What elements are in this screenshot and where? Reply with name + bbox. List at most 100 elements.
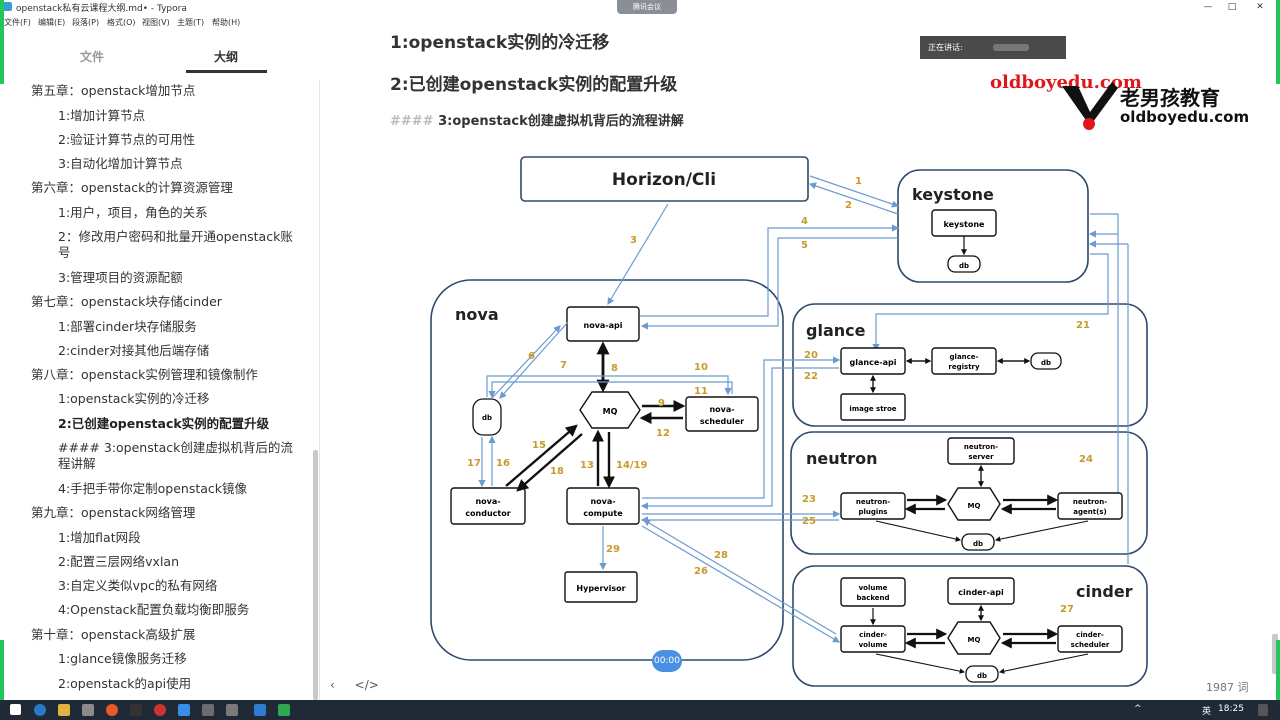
- close-button[interactable]: ✕: [1256, 2, 1264, 12]
- glance-api-label: glance-api: [850, 358, 897, 367]
- terminal-icon[interactable]: [130, 704, 142, 716]
- neutron-agent-label-2: agent(s): [1073, 508, 1106, 516]
- outline-item[interactable]: 4:手把手带你定制openstack镜像: [58, 481, 248, 496]
- outline-item[interactable]: 第十章：openstack高级扩展: [31, 627, 196, 642]
- outline-item[interactable]: 2:openstack的api使用: [58, 676, 192, 691]
- toggle-sidebar-button[interactable]: ‹: [330, 678, 335, 692]
- app-icon[interactable]: [82, 704, 94, 716]
- neutron-server-box: [947, 437, 1015, 465]
- app-icon[interactable]: [226, 704, 238, 716]
- step-15: 15: [532, 440, 546, 451]
- cinder-api-box: [947, 577, 1015, 605]
- neutron-db-cylinder: [961, 533, 995, 551]
- nova-api-label: nova-api: [584, 321, 623, 330]
- outline-item[interactable]: 2:cinder对接其他后端存储: [58, 343, 210, 358]
- outline-item[interactable]: 第七章：openstack块存储cinder: [31, 294, 222, 309]
- menu-paragraph[interactable]: 段落(P): [72, 18, 100, 27]
- outline-item-active[interactable]: 2:已创建openstack实例的配置升级: [58, 416, 270, 431]
- input-language[interactable]: 英: [1202, 707, 1212, 717]
- minimize-button[interactable]: —: [1203, 2, 1213, 12]
- meeting-timer[interactable]: 00:00: [652, 650, 682, 672]
- word-count[interactable]: 1987 词: [1206, 681, 1249, 694]
- outline-item[interactable]: 2:验证计算节点的可用性: [58, 132, 196, 147]
- glance-title: glance: [806, 321, 866, 340]
- outline-item[interactable]: 第五章：openstack增加节点: [31, 83, 196, 98]
- app-icon[interactable]: [254, 704, 266, 716]
- notification-icon[interactable]: [1258, 704, 1268, 716]
- volume-backend-label-2: backend: [856, 594, 889, 602]
- outline-item[interactable]: 1:增加flat网段: [58, 530, 141, 545]
- mq-nova-label: MQ: [603, 407, 618, 416]
- editor-footer: ‹ </>: [330, 678, 395, 692]
- outline-item[interactable]: 1:部署cinder块存储服务: [58, 319, 197, 334]
- menu-format[interactable]: 格式(O): [107, 18, 136, 27]
- heading-vm-flow: #### 3:openstack创建虚拟机背后的流程讲解: [390, 110, 684, 129]
- step-28: 28: [714, 550, 728, 561]
- app-icon[interactable]: [202, 704, 214, 716]
- step-8: 8: [611, 363, 618, 374]
- glance-registry-box: [931, 347, 997, 375]
- outline-item[interactable]: 3:自动化增加计算节点: [58, 156, 183, 171]
- horizon-box: [520, 156, 809, 202]
- hypervisor-label: Hypervisor: [576, 584, 625, 593]
- menu-edit[interactable]: 编辑(E): [38, 18, 66, 27]
- edge-browser-icon[interactable]: [34, 704, 46, 716]
- step-27: 27: [1060, 604, 1074, 615]
- oldboy-logo-icon: [1062, 82, 1118, 130]
- outline-item[interactable]: 2:配置三层网络vxlan: [58, 554, 180, 569]
- chrome-icon[interactable]: [106, 704, 118, 716]
- app-icon[interactable]: [154, 704, 166, 716]
- step-9: 9: [658, 398, 665, 409]
- document-scrollbar[interactable]: [1272, 634, 1278, 674]
- menu-theme[interactable]: 主题(T): [177, 18, 205, 27]
- nova-db-label: db: [482, 414, 492, 422]
- outline-item[interactable]: 3:自定义类似vpc的私有网络: [58, 578, 218, 593]
- step-10: 10: [694, 362, 708, 373]
- step-17: 17: [467, 458, 481, 469]
- outline-item[interactable]: 4:Openstack配置负载均衡即服务: [58, 602, 250, 617]
- step-21: 21: [1076, 320, 1090, 331]
- watermark-url: oldboyedu.com: [990, 72, 1142, 93]
- outline-item[interactable]: 1:增加计算节点: [58, 108, 146, 123]
- step-16: 16: [496, 458, 510, 469]
- outline-item[interactable]: 1:用户，项目，角色的关系: [58, 205, 208, 220]
- nova-compute-label-1: nova-: [590, 497, 615, 506]
- tab-outline[interactable]: 大纲: [214, 50, 239, 64]
- cinder-api-label: cinder-api: [958, 588, 1004, 597]
- outline-item[interactable]: 第六章：openstack的计算资源管理: [31, 180, 233, 195]
- nova-scheduler-label-1: nova-: [709, 405, 734, 414]
- meeting-indicator[interactable]: 腾讯会议: [617, 0, 677, 14]
- document-area[interactable]: 1:openstack实例的冷迁移 2:已创建openstack实例的配置升级 …: [320, 14, 1280, 700]
- cinder-scheduler-label-2: scheduler: [1071, 641, 1110, 649]
- title-bar: openstack私有云课程大纲.md• - Typora 腾讯会议 — □ ✕: [0, 0, 1280, 14]
- meeting-app-icon[interactable]: [178, 704, 190, 716]
- outline-item[interactable]: 3:管理项目的资源配额: [58, 270, 183, 285]
- menu-help[interactable]: 帮助(H): [212, 18, 241, 27]
- cinder-volume-label-1: cinder-: [859, 631, 887, 639]
- step-24: 24: [1079, 454, 1093, 465]
- menu-file[interactable]: 文件(F): [4, 18, 31, 27]
- outline-item[interactable]: 第八章：openstack实例管理和镜像制作: [31, 367, 258, 382]
- step-25: 25: [802, 516, 816, 527]
- step-2: 2: [845, 200, 852, 211]
- sidebar-tabs: 文件 大纲: [0, 30, 320, 80]
- source-mode-button[interactable]: </>: [354, 678, 379, 692]
- nova-group: [430, 279, 784, 661]
- outline-item[interactable]: 1:glance镜像服务迁移: [58, 651, 187, 666]
- app-icon[interactable]: [278, 704, 290, 716]
- outline-item[interactable]: 1:openstack实例的冷迁移: [58, 391, 210, 406]
- menu-view[interactable]: 视图(V): [142, 18, 170, 27]
- maximize-button[interactable]: □: [1227, 2, 1237, 12]
- file-explorer-icon[interactable]: [58, 704, 70, 716]
- start-windows-icon[interactable]: [10, 704, 21, 715]
- clock-time[interactable]: 18:25: [1218, 704, 1244, 714]
- neutron-server-label-2: server: [968, 453, 994, 461]
- sidebar-scrollbar[interactable]: [313, 450, 318, 700]
- nova-scheduler-label-2: scheduler: [700, 417, 744, 426]
- tab-files[interactable]: 文件: [80, 50, 105, 64]
- outline-item[interactable]: 第九章：openstack网络管理: [31, 505, 196, 520]
- outline-item[interactable]: 2：修改用户密码和批量开通openstack账号: [58, 229, 293, 260]
- outline-item[interactable]: #### 3:openstack创建虚拟机背后的流程讲解: [58, 440, 293, 471]
- step-6: 6: [528, 351, 535, 362]
- tray-chevron-icon[interactable]: ^: [1134, 704, 1142, 714]
